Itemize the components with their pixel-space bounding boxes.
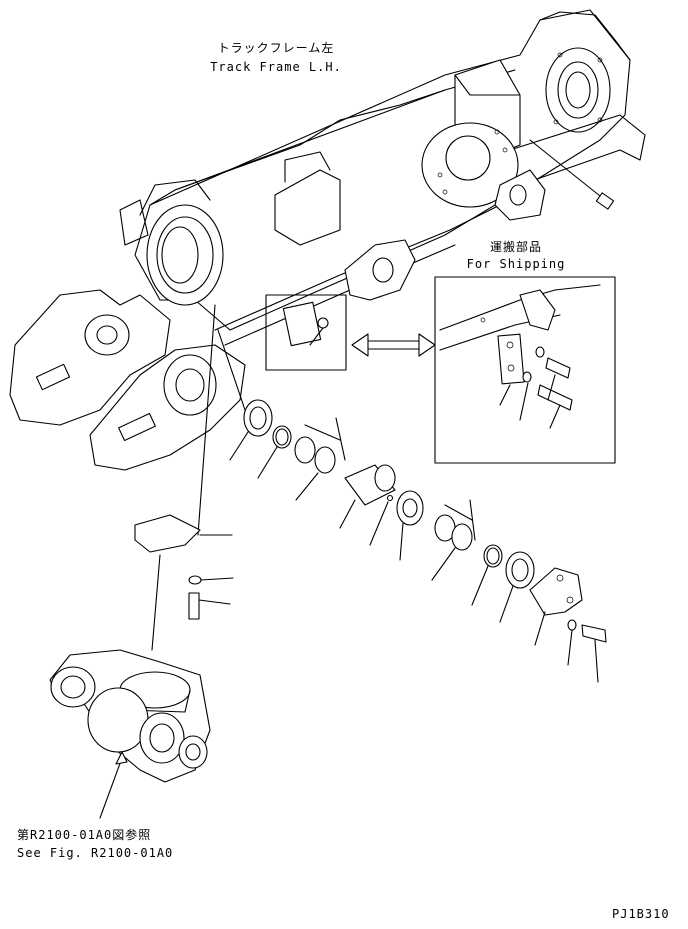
double-arrow-drawing — [351, 333, 436, 357]
shipping-label-jp: 運搬部品 — [489, 240, 543, 254]
reference-label-en: See Fig. R2100-01A0 — [17, 846, 174, 860]
equalizer-assembly-drawing — [49, 649, 211, 819]
cover-parts-drawing — [134, 514, 234, 651]
title-jp: トラックフレーム左 — [217, 41, 335, 55]
shipping-label-en: For Shipping — [466, 257, 566, 271]
track-frame-drawing — [9, 9, 646, 471]
shipping-inset-drawing — [434, 276, 616, 464]
reference-label-jp: 第R2100-01A0図参照 — [17, 828, 152, 842]
exploded-parts-drawing — [197, 304, 607, 683]
bolt-top-right-drawing — [529, 139, 615, 210]
title-en: Track Frame L.H. — [210, 60, 342, 74]
detail-window-drawing — [265, 294, 347, 371]
drawing-code: PJ1B310 — [612, 907, 670, 921]
